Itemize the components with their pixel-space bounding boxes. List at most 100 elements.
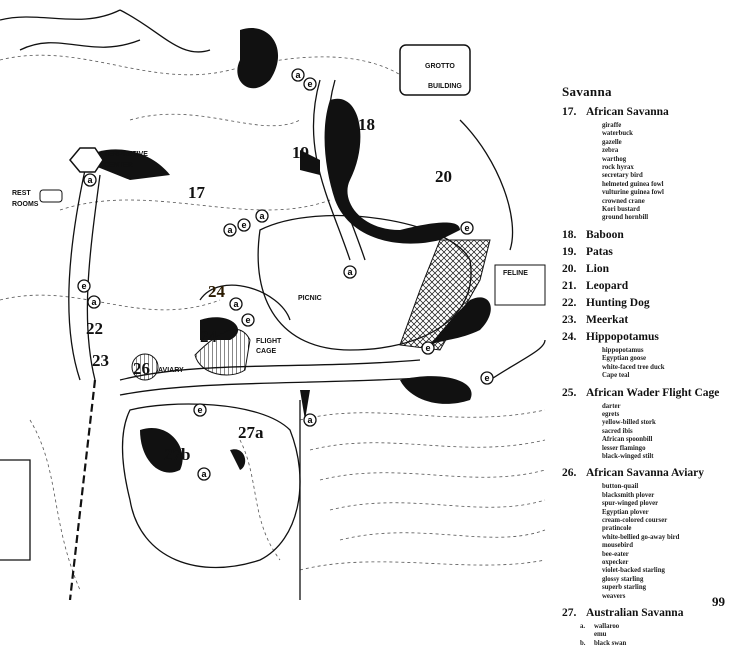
- legend-entry: 19.Patas: [562, 246, 742, 258]
- marker-e: e: [237, 218, 251, 232]
- entry-number: 25.: [562, 386, 577, 399]
- marker-letter: a: [295, 70, 301, 80]
- marker-circle: [237, 218, 251, 232]
- legend-entry: 23.Meerkat: [562, 314, 742, 326]
- species-item: rock hyrax: [602, 164, 634, 172]
- entry-name: African Savanna: [586, 106, 669, 118]
- entry-number: 27.: [562, 607, 577, 620]
- species-item: button-quail: [602, 483, 639, 491]
- species-item: white-faced tree duck: [602, 363, 665, 371]
- sub-text: emu: [594, 631, 607, 639]
- marker-e: e: [241, 313, 255, 327]
- marker-circle: [241, 313, 255, 327]
- species-item: warthog: [602, 155, 627, 163]
- marker-circle: [229, 297, 243, 311]
- marker-a: a: [229, 297, 243, 311]
- legend-entry: 17.African Savanna: [562, 106, 742, 118]
- rest-rooms-building: [39, 189, 63, 203]
- species-item: yellow-billed stork: [602, 419, 656, 427]
- entry-name: Baboon: [586, 228, 624, 241]
- marker-circle: [83, 173, 97, 187]
- marker-a: a: [303, 413, 317, 427]
- label-aviary: AVIARY: [158, 367, 184, 374]
- zoo-map: TERPRETIVE CENTER REST ROOMS GROTTO BUIL…: [0, 9, 546, 600]
- marker-circle: [303, 413, 317, 427]
- species-item: pratincole: [602, 525, 632, 533]
- species-item: Kori bustard: [602, 206, 640, 214]
- aviary-dome: [131, 353, 159, 381]
- entry-number: 26.: [562, 467, 577, 480]
- species-item: Egyptian plover: [602, 508, 649, 516]
- legend-entry: 18. Baboon: [562, 229, 742, 241]
- species-item: blacksmith plover: [602, 491, 655, 499]
- area-20: 20: [435, 167, 452, 186]
- species-item: African spoonbill: [602, 436, 653, 444]
- sub-text: black swan: [594, 639, 627, 647]
- marker-letter: e: [425, 343, 430, 353]
- label-rest: REST: [12, 190, 31, 197]
- marker-circle: [460, 221, 474, 235]
- entry-number: 22.: [562, 296, 577, 309]
- area-23: 23: [92, 351, 109, 370]
- marker-letter: a: [87, 175, 93, 185]
- marker-circle: [343, 265, 357, 279]
- marker-e: e: [460, 221, 474, 235]
- marker-e: e: [77, 279, 91, 293]
- species-item: superb starling: [602, 584, 646, 592]
- marker-letter: e: [245, 315, 250, 325]
- feline-building: [494, 264, 546, 306]
- entry-number: 19.: [562, 245, 577, 258]
- legend-entry: 27. Australian Savanna: [562, 607, 742, 619]
- species-item: bee-eater: [602, 550, 629, 558]
- marker-a: a: [197, 467, 211, 481]
- marker-letter: e: [197, 405, 202, 415]
- species-item: darter: [602, 402, 621, 410]
- entry-number: 18.: [562, 228, 577, 241]
- marker-circle: [303, 77, 317, 91]
- area-24: 24: [208, 282, 226, 301]
- marker-circle: [197, 467, 211, 481]
- area-26: 26: [133, 359, 150, 378]
- label-grotto: GROTTO: [425, 63, 455, 70]
- area-27a: 27a: [238, 423, 264, 442]
- marker-circle: [223, 223, 237, 237]
- grotto-building: [399, 44, 471, 96]
- marker-letter: a: [227, 225, 233, 235]
- species-item: gazelle: [602, 138, 622, 146]
- entry-name: African Wader Flight Cage: [586, 386, 720, 399]
- species-item: violet-backed starling: [602, 567, 665, 575]
- species-item: secretary bird: [602, 172, 643, 180]
- marker-letter: a: [201, 469, 207, 479]
- label-rooms: ROOMS: [12, 201, 39, 208]
- species-item: helmeted guinea fowl: [602, 180, 664, 188]
- label-flight: FLIGHT: [256, 338, 282, 345]
- leopard-enclosure: [399, 239, 491, 351]
- marker-e: e: [303, 77, 317, 91]
- legend-entry: 25. African Wader Flight Cage: [562, 387, 742, 399]
- label-cage: CAGE: [256, 348, 277, 355]
- entry-name: Australian Savanna: [586, 607, 684, 620]
- marker-a: a: [223, 223, 237, 237]
- entry-number: 21.: [562, 279, 577, 292]
- marker-e: e: [421, 341, 435, 355]
- species-item: oxpecker: [602, 559, 629, 566]
- species-item: black-winged stilt: [602, 452, 654, 460]
- entry-number: 20.: [562, 262, 577, 275]
- label-picnic: PICNIC: [298, 295, 322, 302]
- legend-entry: 21.Leopard: [562, 280, 742, 292]
- species-item: sacred ibis: [602, 427, 633, 435]
- label-building: BUILDING: [428, 83, 462, 90]
- legend-entry: 26.African Savanna Aviary: [562, 467, 742, 479]
- species-item: waterbuck: [602, 130, 633, 138]
- marker-circle: [291, 68, 305, 82]
- marker-a: a: [291, 68, 305, 82]
- interpretive-center-building: [69, 147, 104, 173]
- species-item: Cape teal: [602, 372, 630, 380]
- species-item: cream-colored courser: [602, 516, 668, 524]
